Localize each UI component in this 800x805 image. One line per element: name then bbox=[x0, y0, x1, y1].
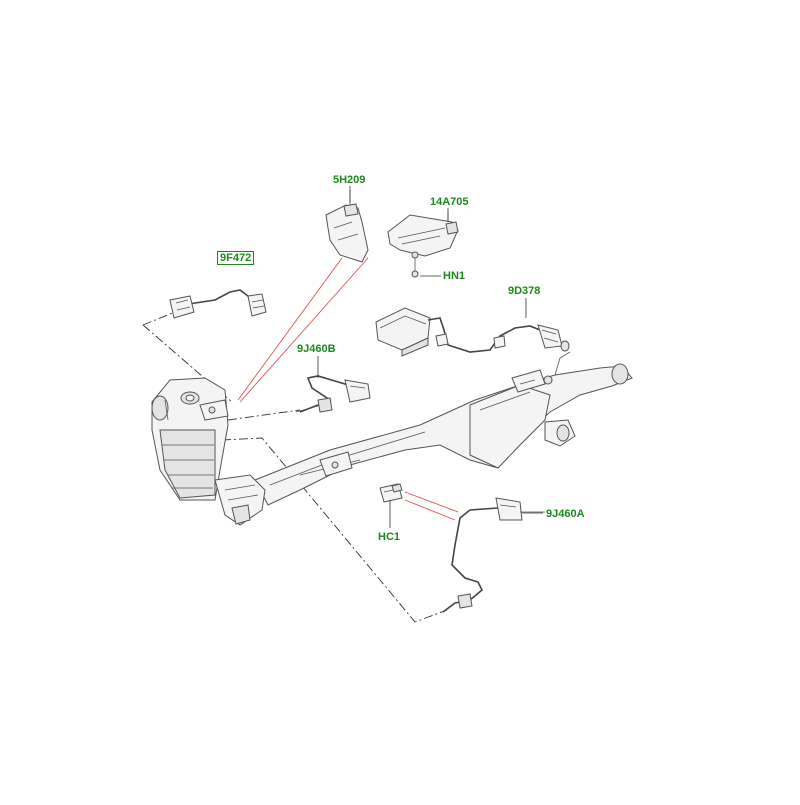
part-label-9j460b[interactable]: 9J460B bbox=[297, 343, 336, 355]
control-module-14a705 bbox=[387, 212, 459, 278]
nox-sensor-9d378 bbox=[375, 307, 570, 357]
part-label-9d378[interactable]: 9D378 bbox=[508, 285, 541, 297]
part-label-9j460a[interactable]: 9J460A bbox=[546, 508, 585, 520]
catalytic-converter bbox=[151, 377, 266, 526]
part-label-9f472[interactable]: 9F472 bbox=[217, 251, 255, 265]
part-label-5h209[interactable]: 5H209 bbox=[333, 174, 366, 186]
part-label-hn1[interactable]: HN1 bbox=[443, 270, 466, 282]
callout-leaders bbox=[317, 186, 543, 528]
clip-hc1 bbox=[379, 483, 403, 503]
part-label-14a705[interactable]: 14A705 bbox=[430, 196, 469, 208]
temperature-sensor-9j460b bbox=[295, 375, 371, 413]
part-label-hc1[interactable]: HC1 bbox=[378, 531, 401, 543]
temperature-sensor-9j460a bbox=[442, 497, 545, 613]
bracket-5h209 bbox=[325, 190, 369, 263]
red-leaders bbox=[237, 257, 459, 521]
exhaust-pipe-assembly bbox=[254, 351, 633, 506]
oxygen-sensor-9f472 bbox=[169, 289, 267, 319]
